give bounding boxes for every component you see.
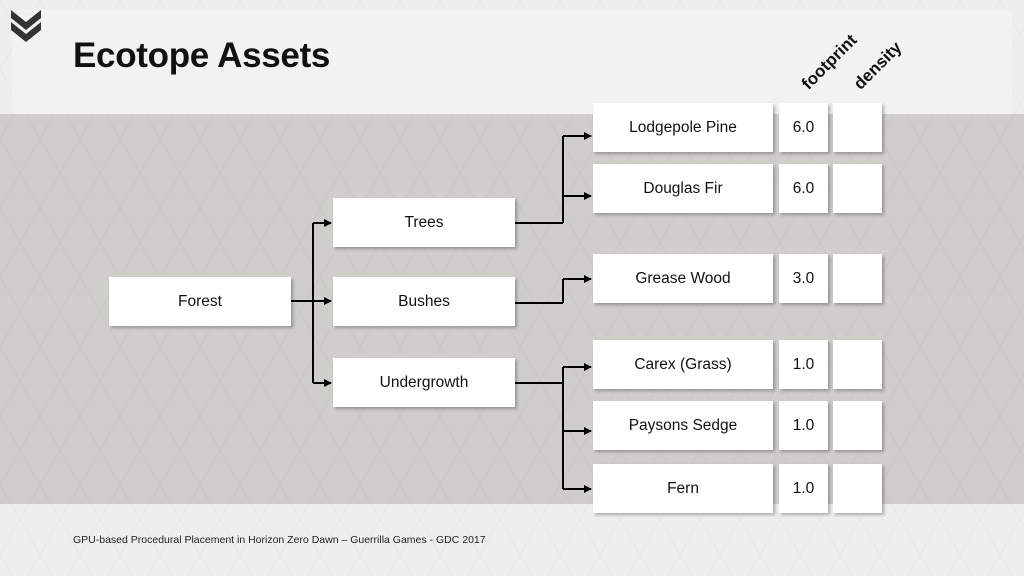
density-cell: [833, 103, 882, 152]
guerrilla-logo-icon: [11, 10, 41, 42]
footprint-cell: 1.0: [779, 340, 828, 389]
footprint-cell: 6.0: [779, 164, 828, 213]
node-asset: Grease Wood: [593, 254, 773, 303]
footprint-cell: 3.0: [779, 254, 828, 303]
footprint-cell: 1.0: [779, 464, 828, 513]
density-cell: [833, 401, 882, 450]
density-cell: [833, 340, 882, 389]
node-category-undergrowth: Undergrowth: [333, 358, 515, 407]
density-cell: [833, 464, 882, 513]
node-asset: Lodgepole Pine: [593, 103, 773, 152]
node-asset: Carex (Grass): [593, 340, 773, 389]
density-cell: [833, 164, 882, 213]
density-cell: [833, 254, 882, 303]
footprint-cell: 1.0: [779, 401, 828, 450]
node-category-trees: Trees: [333, 198, 515, 247]
footprint-cell: 6.0: [779, 103, 828, 152]
page-title: Ecotope Assets: [73, 36, 331, 75]
node-root: Forest: [109, 277, 291, 326]
node-asset: Douglas Fir: [593, 164, 773, 213]
node-asset: Fern: [593, 464, 773, 513]
node-category-bushes: Bushes: [333, 277, 515, 326]
footer-caption: GPU-based Procedural Placement in Horizo…: [73, 534, 486, 546]
node-asset: Paysons Sedge: [593, 401, 773, 450]
